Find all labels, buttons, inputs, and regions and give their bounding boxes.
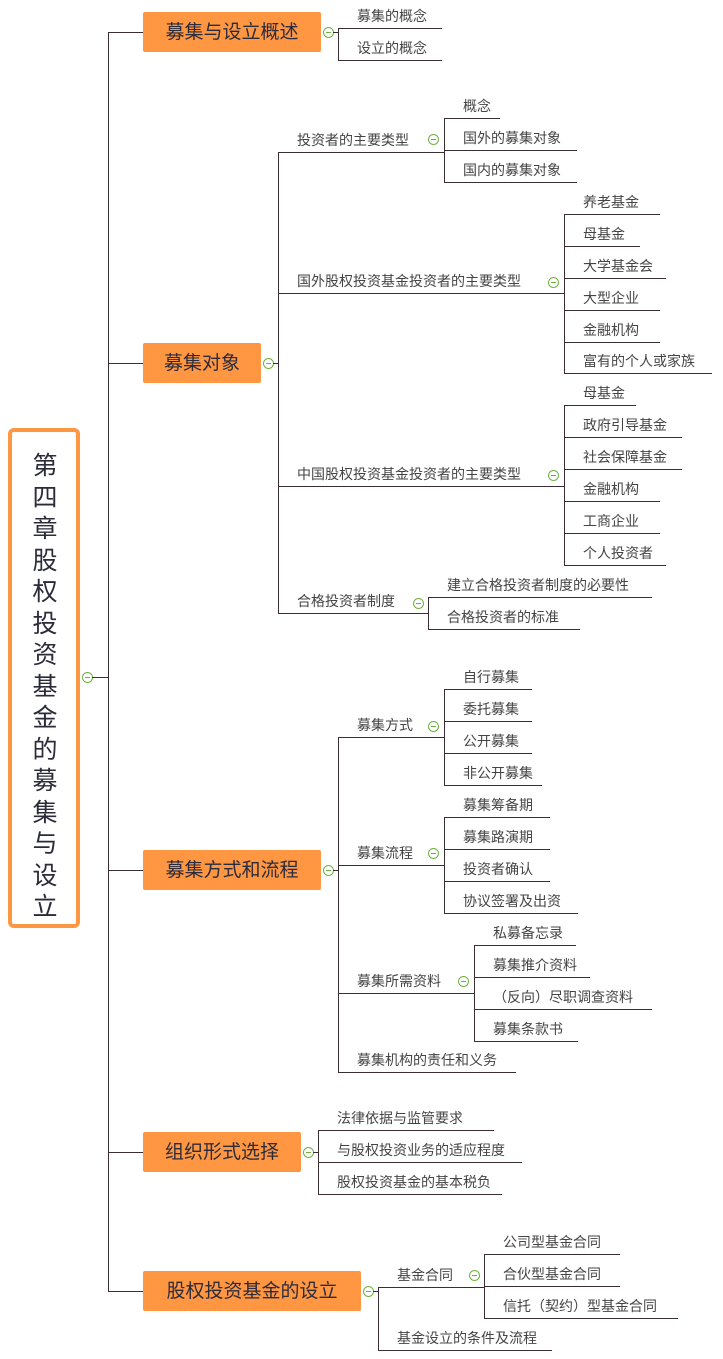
- topic-node[interactable]: 社会保障基金: [564, 446, 682, 470]
- connector-line: [564, 406, 565, 566]
- connector-line: [444, 119, 445, 183]
- main-topic[interactable]: 募集对象: [143, 343, 261, 383]
- connector-line: [108, 1291, 143, 1292]
- topic-node[interactable]: 投资者确认: [444, 858, 550, 882]
- topic-node[interactable]: 合格投资者的标准: [428, 606, 580, 630]
- connector-line: [108, 363, 143, 364]
- connector-line: [484, 1255, 485, 1319]
- topic-node[interactable]: 金融机构: [564, 319, 660, 343]
- topic-node[interactable]: 合伙型基金合同: [484, 1263, 620, 1287]
- connector-line: [428, 598, 429, 630]
- topic-node[interactable]: 国外的募集对象: [444, 127, 577, 151]
- topic-node[interactable]: 非公开募集: [444, 762, 542, 786]
- topic-node[interactable]: 委托募集: [444, 698, 532, 722]
- root-topic-title: 第四章股权投资基金的募集与设立: [32, 451, 58, 921]
- collapse-toggle-icon[interactable]: [413, 598, 424, 609]
- topic-node[interactable]: 母基金: [564, 223, 640, 247]
- topic-node[interactable]: 大学基金会: [564, 255, 666, 279]
- topic-node[interactable]: 公司型基金合同: [484, 1231, 620, 1255]
- topic-node[interactable]: 基金设立的条件及流程: [378, 1327, 552, 1351]
- connector-line: [278, 153, 279, 614]
- topic-node[interactable]: 募集机构的责任和义务: [338, 1049, 516, 1073]
- topic-node[interactable]: 养老基金: [564, 191, 660, 215]
- connector-line: [108, 32, 109, 1291]
- topic-node[interactable]: 设立的概念: [338, 37, 442, 61]
- topic-node[interactable]: 合格投资者制度: [278, 590, 428, 614]
- topic-node[interactable]: 募集的概念: [338, 5, 442, 29]
- main-topic[interactable]: 募集与设立概述: [143, 12, 321, 52]
- connector-line: [474, 946, 475, 1042]
- collapse-toggle-icon[interactable]: [428, 848, 439, 859]
- topic-node[interactable]: 基金合同: [378, 1264, 484, 1288]
- connector-line: [333, 32, 338, 33]
- topic-node[interactable]: 募集推介资料: [474, 954, 590, 978]
- connector-line: [273, 363, 278, 364]
- topic-node[interactable]: 协议签署及出资: [444, 890, 578, 914]
- topic-node[interactable]: 个人投资者: [564, 542, 666, 566]
- topic-node[interactable]: （反向）尽职调查资料: [474, 986, 652, 1010]
- topic-node[interactable]: 法律依据与监管要求: [318, 1107, 494, 1131]
- main-topic[interactable]: 组织形式选择: [143, 1132, 301, 1172]
- connector-line: [373, 1291, 378, 1292]
- topic-node[interactable]: 建立合格投资者制度的必要性: [428, 574, 652, 598]
- topic-node[interactable]: 投资者的主要类型: [278, 129, 444, 153]
- connector-line: [444, 818, 445, 914]
- topic-node[interactable]: 富有的个人或家族: [564, 350, 712, 374]
- topic-node[interactable]: 与股权投资业务的适应程度: [318, 1139, 522, 1163]
- root-topic[interactable]: 第四章股权投资基金的募集与设立: [8, 428, 80, 928]
- topic-node[interactable]: 公开募集: [444, 730, 532, 754]
- main-topic[interactable]: 募集方式和流程: [143, 850, 321, 890]
- collapse-toggle-icon[interactable]: [469, 1270, 480, 1281]
- connector-line: [92, 677, 108, 678]
- connector-line: [378, 1288, 379, 1351]
- collapse-toggle-icon[interactable]: [458, 976, 469, 987]
- connector-line: [108, 32, 143, 33]
- connector-line: [564, 215, 565, 374]
- collapse-toggle-icon[interactable]: [548, 277, 559, 288]
- topic-node[interactable]: 大型企业: [564, 287, 660, 311]
- main-topic[interactable]: 股权投资基金的设立: [143, 1271, 361, 1311]
- connector-line: [108, 870, 143, 871]
- connector-line: [313, 1152, 318, 1153]
- connector-line: [333, 870, 338, 871]
- connector-line: [318, 1131, 319, 1195]
- topic-node[interactable]: 母基金: [564, 382, 636, 406]
- topic-node[interactable]: 国内的募集对象: [444, 159, 577, 183]
- topic-node[interactable]: 募集筹备期: [444, 794, 550, 818]
- connector-line: [338, 29, 339, 61]
- topic-node[interactable]: 募集方式: [338, 714, 444, 738]
- connector-line: [338, 738, 339, 1073]
- topic-node[interactable]: 募集流程: [338, 842, 444, 866]
- topic-node[interactable]: 自行募集: [444, 666, 532, 690]
- topic-node[interactable]: 信托（契约）型基金合同: [484, 1295, 678, 1319]
- collapse-toggle-icon[interactable]: [428, 721, 439, 732]
- topic-node[interactable]: 募集所需资料: [338, 970, 474, 994]
- topic-node[interactable]: 国外股权投资基金投资者的主要类型: [278, 270, 564, 294]
- topic-node[interactable]: 股权投资基金的基本税负: [318, 1171, 502, 1195]
- topic-node[interactable]: 金融机构: [564, 478, 660, 502]
- topic-node[interactable]: 概念: [444, 95, 500, 119]
- topic-node[interactable]: 政府引导基金: [564, 414, 682, 438]
- topic-node[interactable]: 私募备忘录: [474, 922, 576, 946]
- collapse-toggle-icon[interactable]: [428, 134, 439, 145]
- connector-line: [108, 1152, 143, 1153]
- topic-node[interactable]: 工商企业: [564, 510, 660, 534]
- topic-node[interactable]: 中国股权投资基金投资者的主要类型: [278, 463, 564, 487]
- topic-node[interactable]: 募集条款书: [474, 1018, 578, 1042]
- topic-node[interactable]: 募集路演期: [444, 826, 550, 850]
- connector-line: [444, 690, 445, 786]
- collapse-toggle-icon[interactable]: [548, 470, 559, 481]
